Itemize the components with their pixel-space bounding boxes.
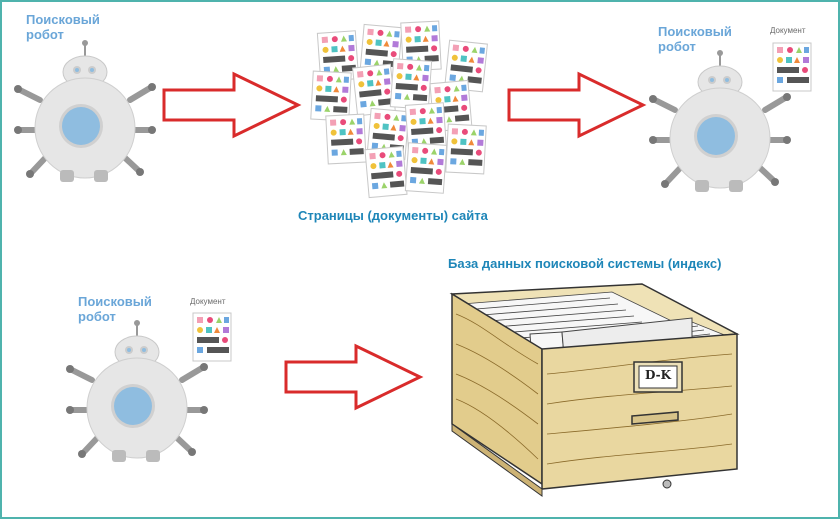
arrow-right-1 (162, 71, 302, 139)
robot-2-document-icon (772, 42, 812, 92)
arrow-right-3 (284, 343, 424, 411)
robot-2-document-label: Документ (770, 26, 806, 35)
site-pages-pile (310, 20, 488, 199)
database-caption: База данных поисковой системы (индекс) (448, 256, 722, 271)
robot-3-label: Поисковый робот (78, 294, 152, 324)
robot-3-document-icon (192, 312, 232, 362)
robot-3-icon (66, 320, 208, 462)
robot-1-icon (14, 40, 156, 182)
site-pages-caption: Страницы (документы) сайта (298, 208, 488, 223)
drawer-label: D-K (644, 368, 672, 382)
robot-2-icon (649, 50, 791, 192)
robot-3-document-label: Документ (190, 297, 226, 306)
arrow-right-2 (507, 71, 647, 139)
robot-1-label: Поисковый робот (26, 12, 100, 42)
index-card-drawer (449, 283, 740, 497)
robot-2-label: Поисковый робот (658, 24, 732, 54)
